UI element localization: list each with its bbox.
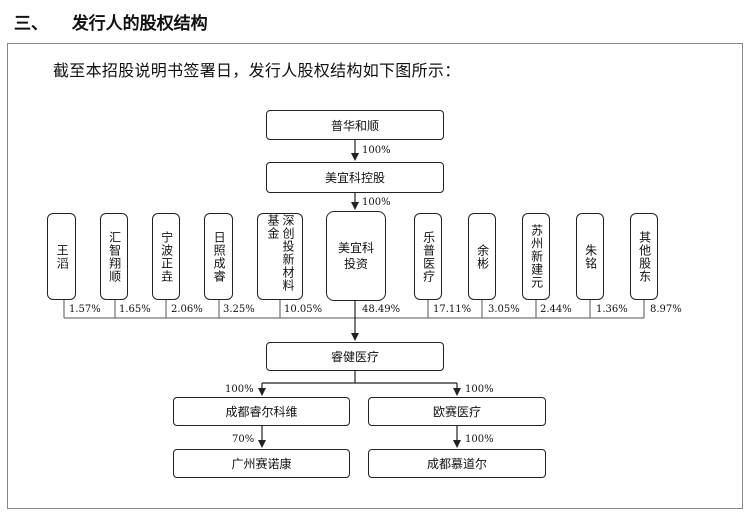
node-lepu: 乐普医疗 [414,213,442,300]
pct-ruier-guangzhou: 70% [232,434,255,445]
pct-suzhou: 2.44% [540,304,572,315]
chart-frame [7,43,743,509]
node-zhuming: 朱铭 [576,213,604,300]
node-ruijian: 睿健医疗 [266,342,444,371]
node-ningbo: 宁波正垚 [152,213,180,300]
node-rizhao: 日照成睿 [204,213,233,300]
section-title: 发行人的股权结构 [71,14,208,34]
node-shenchuang: 深创投新材料基金 [257,213,303,300]
node-meiyi-kekong: 美宜科控股 [266,162,444,193]
section-number: 三、 [14,14,48,34]
pct-huizhi: 1.65% [119,304,151,315]
pct-lepu: 17.11% [433,304,472,315]
pct-meiyi-touzi: 48.49% [362,304,401,315]
node-chengdu-ruier: 成都睿尔科维 [173,397,350,426]
node-ousai: 欧赛医疗 [368,397,546,426]
pct-puhua-kekong: 100% [362,145,391,156]
pct-ningbo: 2.06% [171,304,203,315]
pct-ruijian-chengdu-ruier: 100% [225,384,254,395]
pct-rizhao: 3.25% [223,304,255,315]
node-meiyi-touzi-label: 美宜科投资 [337,240,374,271]
node-chengdu-mudao: 成都慕道尔 [368,449,546,478]
node-wangtao: 王滔 [47,213,76,300]
pct-zhuming: 1.36% [596,304,628,315]
pct-shenchuang: 10.05% [284,304,323,315]
pct-others: 8.97% [650,304,682,315]
shareholder-drop-lines [63,300,645,319]
pct-ruijian-ousai: 100% [465,384,494,395]
pct-kekong-touzi: 100% [362,197,391,208]
pct-ousai-mudao: 100% [465,434,494,445]
node-others: 其他股东 [630,213,658,300]
node-huizhi: 汇智翔顺 [100,213,128,300]
intro-text: 截至本招股说明书签署日，发行人股权结构如下图所示： [53,61,461,80]
pct-wangtao: 1.57% [69,304,101,315]
node-yubin: 余彬 [468,213,496,300]
node-suzhou: 苏州新建元 [522,213,550,300]
section-heading: 三、 发行人的股权结构 [14,9,208,34]
node-guangzhou: 广州赛诺康 [173,449,350,478]
node-meiyi-touzi: 美宜科投资 [326,211,386,301]
pct-yubin: 3.05% [488,304,520,315]
node-puhua: 普华和顺 [266,110,444,140]
